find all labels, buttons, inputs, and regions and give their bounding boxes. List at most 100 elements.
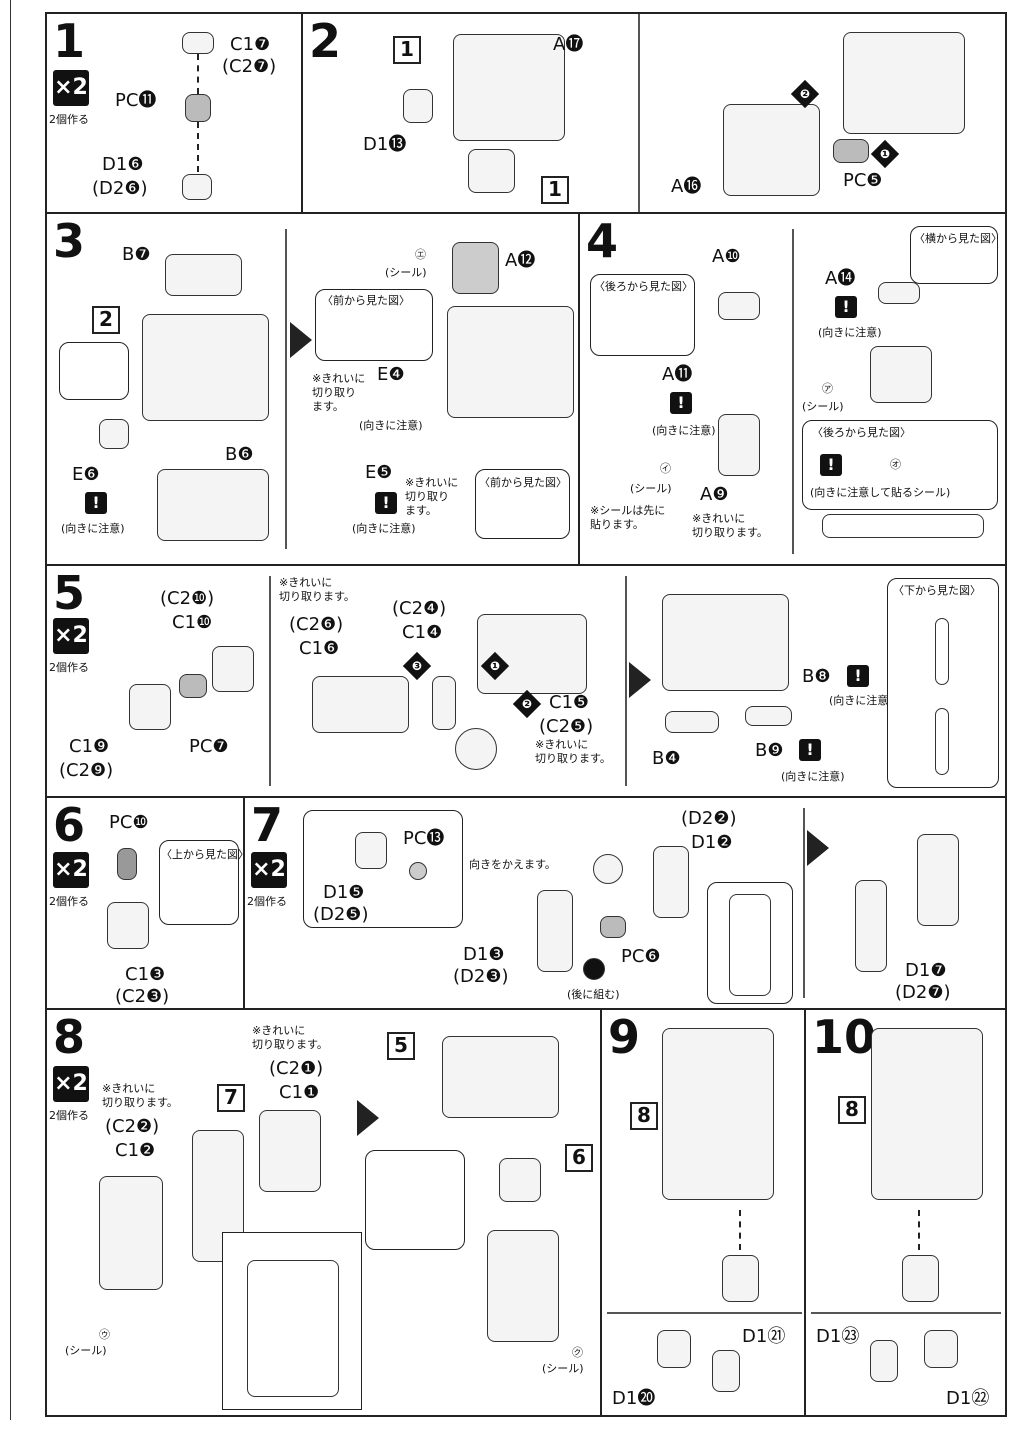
step-number: 3 xyxy=(53,214,86,268)
sticker-mark: ㋓ xyxy=(415,248,426,261)
cut-clean-note: ※きれいに 切り取ります。 xyxy=(692,512,768,539)
sticker-label: (シール) xyxy=(385,266,427,279)
part-c1-3 xyxy=(107,902,149,949)
label-pc5: PC❺ xyxy=(843,170,883,191)
part-d1-5 xyxy=(355,832,387,869)
caution-icon: ! xyxy=(847,665,869,687)
part-shoulder-leg xyxy=(662,1028,774,1200)
sticker-mark: ㋗ xyxy=(572,1346,583,1359)
ref-box-5: 5 xyxy=(387,1032,415,1060)
label-c1-10: C1❿ xyxy=(172,612,213,633)
label-d1-20: D1⓴ xyxy=(612,1388,656,1409)
assembly-arrow xyxy=(918,1210,920,1250)
part-a16-chest xyxy=(723,104,820,196)
label-d1-13: D1⓭ xyxy=(363,134,407,155)
sticker-mark: ㋔ xyxy=(890,458,901,471)
ref-box-1-bottom: 1 xyxy=(541,176,569,204)
mind-sticker-note: (向きに注意して貼るシール) xyxy=(810,486,951,499)
assembly-arrow xyxy=(197,54,199,94)
later-note: (後に組む) xyxy=(567,988,620,1001)
step-1-panel: 1 ×2 2個作る C1❼ (C2❼) PC⓫ D1❻ (D2❻) xyxy=(45,12,303,214)
sub-divider xyxy=(811,1312,1001,1314)
part-torso-right xyxy=(447,306,574,418)
flow-arrow xyxy=(290,322,312,358)
multiplier-badge: ×2 xyxy=(53,852,89,888)
part-pc-joint xyxy=(185,94,211,122)
part-pc10 xyxy=(117,848,137,880)
sub-divider xyxy=(792,229,794,554)
part-d1-2-frame xyxy=(653,846,689,918)
mind-direction-note: (向きに注意) xyxy=(61,522,125,535)
label-pc13: PC⓭ xyxy=(403,828,445,849)
back-view-callout xyxy=(590,274,695,356)
part-leg-assembled xyxy=(917,834,959,926)
step-9-panel: 9 8 D1⓴ D1㉑ xyxy=(600,1008,806,1417)
later-marker xyxy=(583,958,605,980)
order-marker-1: ❶ xyxy=(480,651,510,681)
part-b9 xyxy=(745,706,792,726)
label-c2-9: (C2❾) xyxy=(59,760,114,781)
label-b9: B❾ xyxy=(755,740,784,761)
part-a9 xyxy=(718,414,760,476)
turn-note: 向きをかえます。 xyxy=(469,858,556,871)
label-c2-5: (C2❺) xyxy=(539,716,594,737)
label-a16: A⓰ xyxy=(671,176,702,197)
label-a11: A⓫ xyxy=(662,364,693,385)
part-hand xyxy=(722,1255,759,1302)
label-d1-22: D1㉒ xyxy=(946,1388,990,1409)
part-torso xyxy=(142,314,269,421)
sub-assembly-callout xyxy=(303,810,463,928)
step-number: 6 xyxy=(53,798,86,852)
part-c1-1-back xyxy=(259,1110,321,1192)
label-d1-3: D1❸ xyxy=(463,944,505,965)
front-view-callout xyxy=(475,469,570,539)
label-a17: A⓱ xyxy=(553,34,584,55)
caution-icon: ! xyxy=(670,392,692,414)
flow-arrow xyxy=(629,662,651,698)
back-view-caption: 〈後ろから見た図〉 xyxy=(812,426,911,439)
part-ball-joint xyxy=(593,854,623,884)
flow-arrow xyxy=(357,1100,379,1136)
order-marker-3: ❸ xyxy=(402,651,432,681)
label-c2-10: (C2❿) xyxy=(160,588,215,609)
sub-divider xyxy=(638,14,640,212)
sub-divider xyxy=(269,576,271,786)
side-view-caption: 〈横から見た図〉 xyxy=(914,232,1002,245)
step-number: 4 xyxy=(586,214,619,268)
ref-box-2: 2 xyxy=(92,306,120,334)
label-c1-2: C1❷ xyxy=(115,1140,156,1161)
sticker-first-note: ※シールは先に 貼ります。 xyxy=(590,504,666,531)
label-d1-21: D1㉑ xyxy=(742,1326,786,1347)
sub-divider xyxy=(625,576,627,786)
label-e5: E❺ xyxy=(365,462,393,483)
make-two-label: 2個作る xyxy=(49,113,89,126)
part-e6 xyxy=(99,419,129,449)
step-5-panel: 5 ×2 2個作る (C2❿) C1❿ C1❾ (C2❾) PC❼ ※きれいに … xyxy=(45,564,1007,798)
label-b6: B❻ xyxy=(225,444,254,465)
label-e6: E❻ xyxy=(72,464,100,485)
cut-clean-note: ※きれいに 切り取ります。 xyxy=(102,1082,178,1109)
part-b7-shoulder xyxy=(165,254,242,296)
flow-arrow xyxy=(807,830,829,866)
part-d1-3-leg xyxy=(537,890,573,972)
part-a14-cap xyxy=(878,282,920,304)
step-8-panel: 8 ×2 2個作る ※きれいに 切り取ります。 (C2❶) C1❶ ※きれいに … xyxy=(45,1008,602,1417)
label-b7: B❼ xyxy=(122,244,151,265)
make-two-label: 2個作る xyxy=(49,895,89,908)
back-view-caption: 〈後ろから見た図〉 xyxy=(594,280,693,293)
label-a12: A⓬ xyxy=(505,250,536,271)
part-sticker-strip xyxy=(822,514,984,538)
label-a9: A❾ xyxy=(700,484,729,505)
label-c1-1: C1❶ xyxy=(279,1082,320,1103)
cut-clean-note: ※きれいに 切り取ります。 xyxy=(252,1024,328,1051)
label-c2-3: (C2❸) xyxy=(115,986,170,1007)
step-7-panel: 7 ×2 2個作る PC⓭ D1❺ (D2❺) 向きをかえます。 (D2❷) D… xyxy=(243,796,1007,1010)
step-number: 2 xyxy=(309,14,342,68)
sticker-mark: ㋐ xyxy=(822,382,833,395)
make-two-label: 2個作る xyxy=(247,895,287,908)
part-detail-leg xyxy=(247,1260,339,1397)
part-shoulder-leg xyxy=(871,1028,983,1200)
order-marker-2: ❷ xyxy=(512,689,542,719)
ref-box-6: 6 xyxy=(565,1144,593,1172)
top-view-caption: 〈上から見た図〉 xyxy=(161,848,245,861)
